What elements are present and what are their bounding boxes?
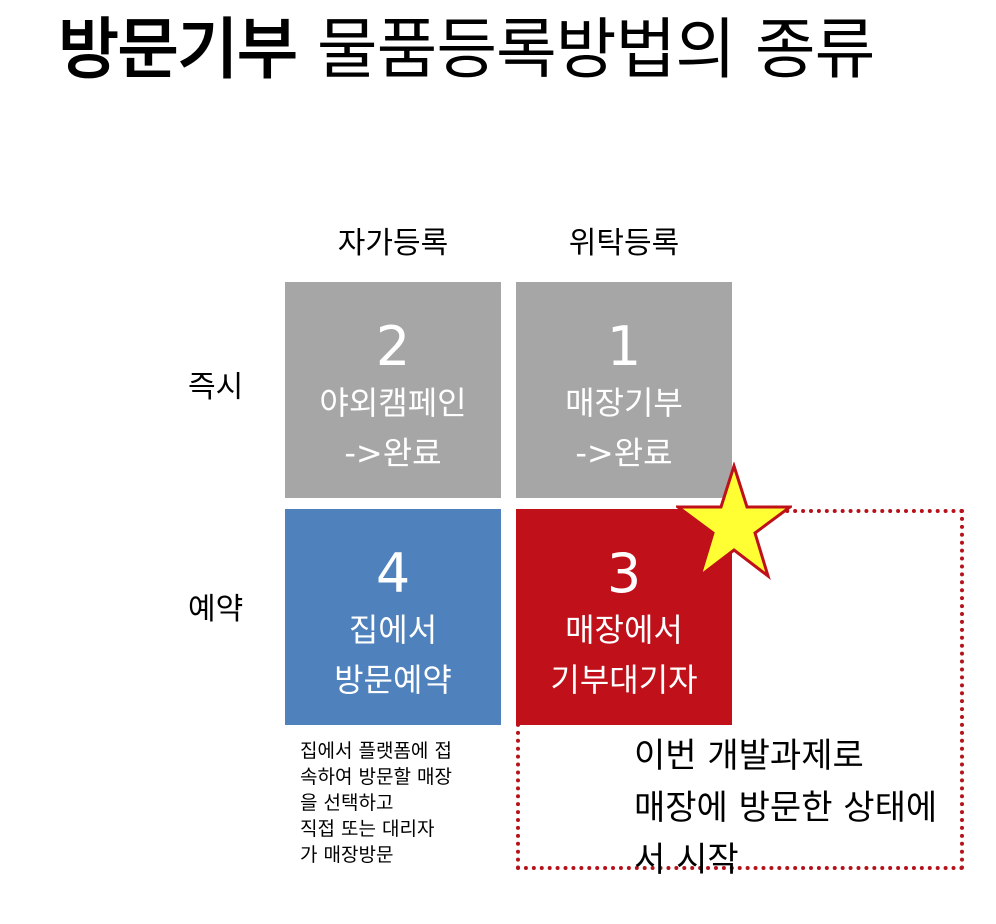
- cell-number: 1: [606, 315, 642, 378]
- dev-note-line: 이번 개발과제로: [634, 736, 864, 776]
- cell-store-donation-waiting: 3 매장에서 기부대기자: [516, 509, 732, 725]
- column-header-self-register: 자가등록: [337, 226, 449, 261]
- cell-status: ->완료: [344, 434, 442, 472]
- home-reservation-note: 집에서 플랫폼에 접 속하여 방문할 매장 을 선택하고 직접 또는 대리자 가…: [300, 738, 510, 868]
- title-normal: 물품등록방법의 종류: [316, 11, 875, 88]
- note-line: 직접 또는 대리자: [300, 818, 435, 840]
- note-line: 집에서 플랫폼에 접: [300, 740, 452, 762]
- cell-number: 2: [375, 315, 411, 378]
- page-title: 방문기부 물품등록방법의 종류: [58, 6, 875, 94]
- cell-label: 야외캠페인: [319, 384, 467, 422]
- cell-label: 매장에서: [565, 611, 683, 649]
- note-line: 을 선택하고: [300, 792, 394, 814]
- cell-store-donation: 1 매장기부 ->완료: [516, 282, 732, 498]
- cell-home-visit-reservation: 4 집에서 방문예약: [285, 509, 501, 725]
- cell-label: 집에서: [348, 611, 438, 649]
- row-header-instant: 즉시: [188, 370, 244, 405]
- cell-status: 방문예약: [334, 661, 452, 699]
- row-header-reservation: 예약: [188, 592, 244, 627]
- cell-label: 매장기부: [565, 384, 683, 422]
- star-icon: [676, 462, 792, 581]
- dev-note-line: 매장에 방문한 상태에: [634, 788, 938, 828]
- cell-status: ->완료: [575, 434, 673, 472]
- cell-status: 기부대기자: [550, 661, 698, 699]
- note-line: 속하여 방문할 매장: [300, 766, 452, 788]
- note-line: 가 매장방문: [300, 844, 394, 866]
- cell-number: 3: [606, 542, 642, 605]
- cell-number: 4: [375, 542, 411, 605]
- dev-note-line: 서 시작: [634, 840, 739, 880]
- dev-scope-note: 이번 개발과제로 매장에 방문한 상태에 서 시작: [634, 730, 937, 886]
- title-bold: 방문기부: [58, 11, 298, 88]
- column-header-consign-register: 위탁등록: [568, 226, 680, 261]
- cell-outdoor-campaign: 2 야외캠페인 ->완료: [285, 282, 501, 498]
